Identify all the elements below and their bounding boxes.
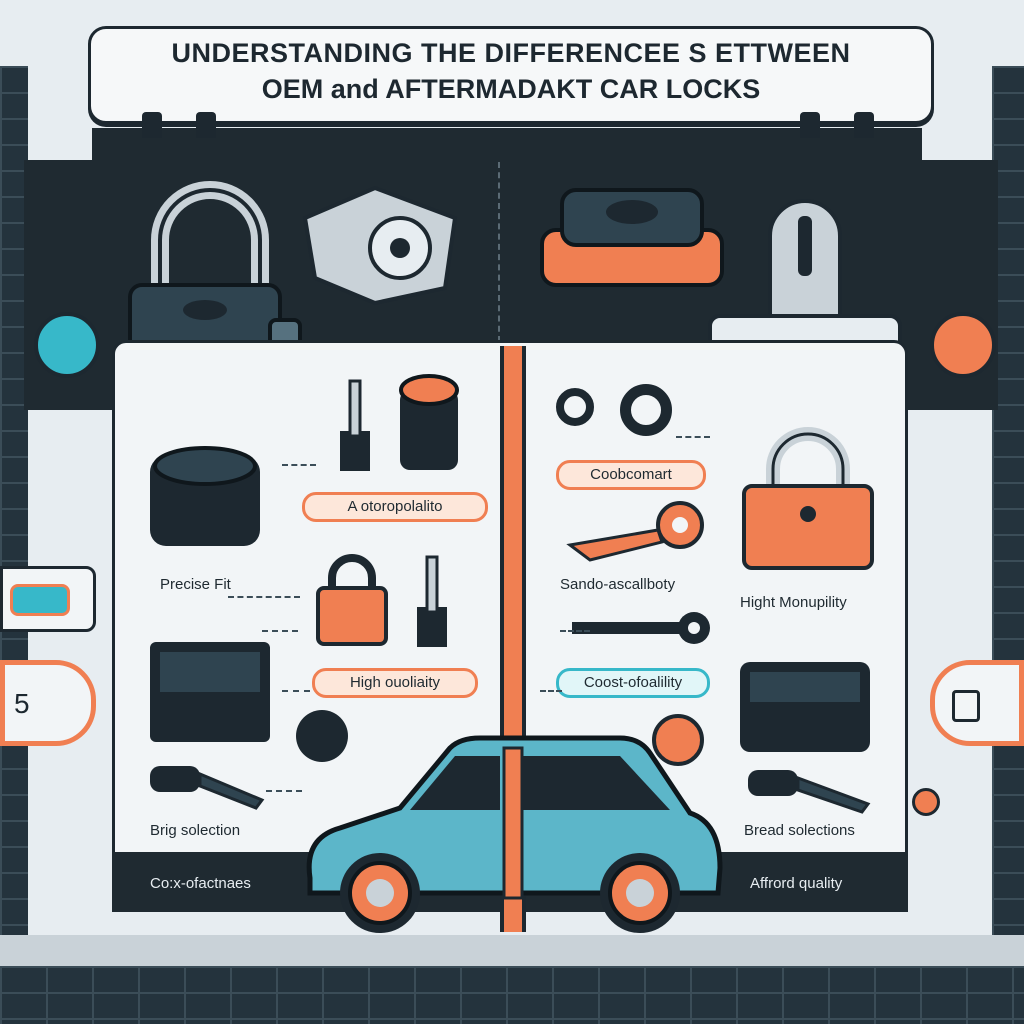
connector-line xyxy=(282,690,310,692)
left-feature-precise-fit: Precise Fit xyxy=(160,576,231,593)
spotlight-icon xyxy=(800,112,820,138)
connector-line xyxy=(266,790,302,792)
left-number-badge xyxy=(0,660,96,746)
spotlight-icon xyxy=(854,112,874,138)
left-badge-number: 5 xyxy=(14,688,30,719)
spotlight-icon xyxy=(196,112,216,138)
right-footer-text: Affrord quality xyxy=(750,875,843,892)
right-pill-label-2: Coost-ofoalility xyxy=(556,668,710,698)
padlock-icon xyxy=(316,554,388,646)
header-title-line1: UNDERSTANDING THE DIFFERENCEE S ETTWEEN xyxy=(171,38,851,68)
connector-line xyxy=(262,630,298,632)
badge-disc-icon xyxy=(652,714,704,766)
padlock-icon xyxy=(742,427,874,570)
small-disc-icon xyxy=(912,788,940,816)
header-banner xyxy=(88,26,934,124)
header-title-line2: OEM and AFTERMADAKT CAR LOCKS xyxy=(261,74,761,104)
connector-line xyxy=(560,630,590,632)
right-feature-3: Bread solections xyxy=(744,822,855,839)
lock-housing-icon xyxy=(150,642,270,742)
left-pill-label: A otoropolalito xyxy=(302,492,488,522)
washer-icon xyxy=(620,384,672,436)
key-blank-icon xyxy=(417,555,447,647)
left-pill-label-2: High ouoliaity xyxy=(312,668,478,698)
connector-line xyxy=(540,690,562,692)
connector-line xyxy=(282,464,316,466)
car-illustration xyxy=(306,735,723,933)
left-footer-text: Co:x-ofactnaes xyxy=(150,875,251,892)
right-side-button[interactable] xyxy=(930,312,996,378)
board-divider xyxy=(498,162,500,342)
lock-cylinder-icon xyxy=(150,446,260,546)
floor-brick-wall xyxy=(0,966,1024,1024)
left-feature-selection: Brig solection xyxy=(150,822,241,839)
lock-cylinder-icon xyxy=(540,188,724,287)
screwdriver-icon xyxy=(748,770,871,814)
key-icon xyxy=(572,612,710,644)
key-blank-icon xyxy=(340,379,370,471)
right-feature-2: Hight Monupility xyxy=(740,594,847,611)
key-icon xyxy=(566,501,704,562)
right-feature-1: Sando-ascallboty xyxy=(560,576,676,593)
connector-line xyxy=(676,436,710,438)
car-key-icon xyxy=(10,584,70,616)
floor-strip xyxy=(0,935,1024,966)
spotlight-icon xyxy=(142,112,162,138)
top-rail xyxy=(92,128,922,160)
screwdriver-icon xyxy=(150,766,265,810)
lock-mechanism-icon xyxy=(302,185,458,306)
lock-cap-icon xyxy=(399,374,459,470)
left-side-button[interactable] xyxy=(34,312,100,378)
connector-line xyxy=(228,596,300,598)
right-pill-label: Coobcomart xyxy=(556,460,706,490)
padlock-badge-icon xyxy=(952,690,980,722)
lock-housing-icon xyxy=(740,662,870,752)
button-disc-icon xyxy=(296,710,348,762)
left-brick-wall xyxy=(0,66,28,966)
washer-icon xyxy=(556,388,594,426)
